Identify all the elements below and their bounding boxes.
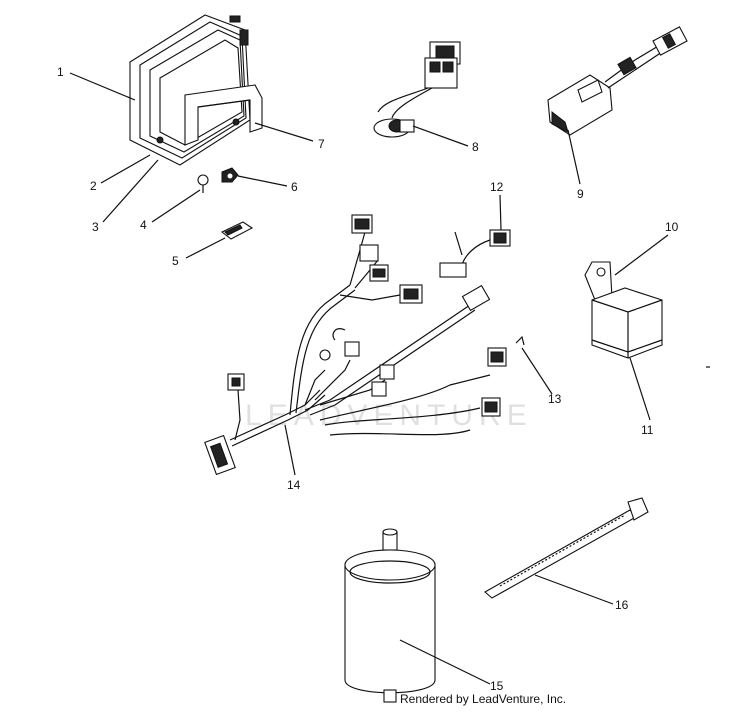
fuel-filter-part [344, 528, 436, 703]
leader-lines [69, 72, 669, 685]
sensor-part [373, 41, 461, 138]
connector-part [439, 229, 511, 278]
ecu-bracket [184, 84, 263, 146]
callout-1: 1 [57, 65, 64, 79]
callout-3: 3 [92, 220, 99, 234]
nut-part [221, 167, 239, 183]
terminal-part [220, 221, 254, 240]
callout-14: 14 [287, 478, 301, 492]
switch-module-part [547, 26, 688, 136]
callout-16: 16 [615, 598, 629, 612]
callout-13: 13 [548, 392, 562, 406]
callout-7: 7 [318, 137, 325, 151]
wiring-harness-part [204, 214, 507, 476]
callout-8: 8 [472, 140, 479, 154]
callout-10: 10 [665, 220, 679, 234]
render-credit: Rendered by LeadVenture, Inc. [400, 692, 567, 706]
callout-labels: 1 2 3 4 5 6 7 8 9 10 11 12 13 14 15 16 [57, 65, 679, 693]
cable-tie-part [484, 497, 649, 599]
screw-part [197, 174, 209, 193]
clip-part [515, 335, 525, 346]
callout-9: 9 [577, 187, 584, 201]
callout-11: 11 [641, 423, 654, 437]
callout-2: 2 [90, 179, 97, 193]
callout-4: 4 [140, 218, 147, 232]
callout-6: 6 [291, 180, 298, 194]
callout-5: 5 [172, 254, 179, 268]
callout-15: 15 [490, 679, 504, 693]
relay-part [584, 261, 663, 359]
callout-12: 12 [490, 180, 504, 194]
